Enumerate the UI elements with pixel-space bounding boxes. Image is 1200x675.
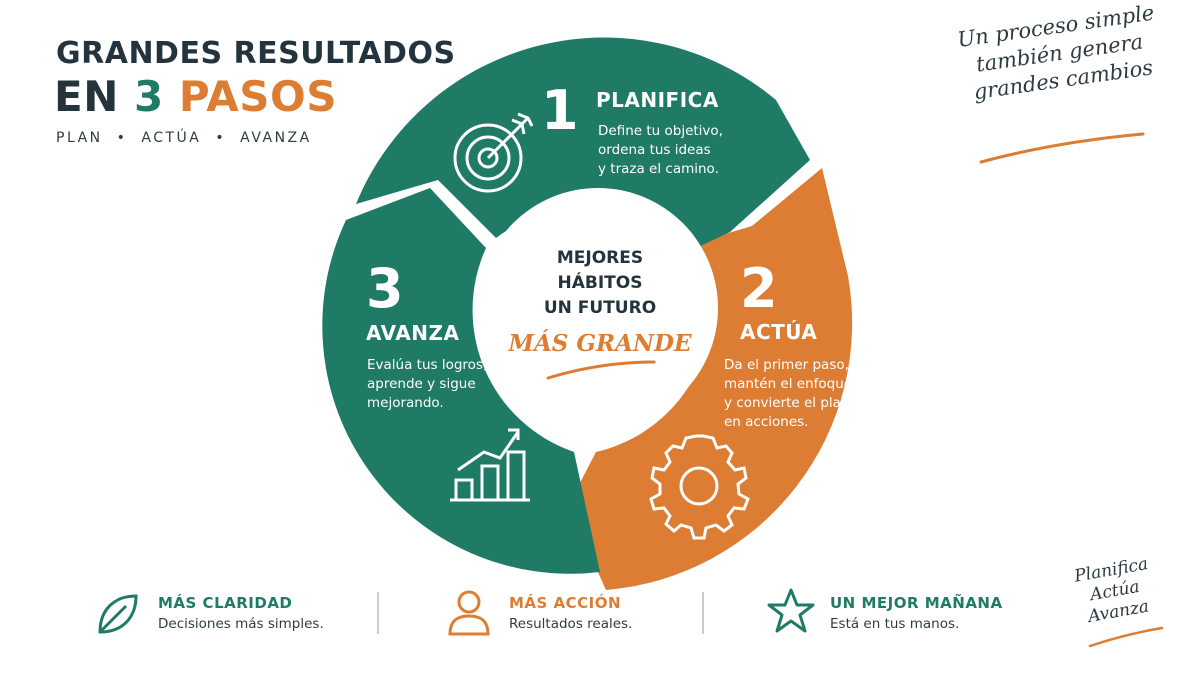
step-3-number: 3 bbox=[366, 257, 404, 320]
feature-1-title: MÁS CLARIDAD bbox=[158, 594, 293, 612]
feature-3-desc: Está en tus manos. bbox=[830, 616, 960, 632]
title-en: EN bbox=[54, 72, 119, 121]
step-1-number: 1 bbox=[541, 79, 579, 142]
step-1-description: Define tu objetivo, ordena tus ideas y t… bbox=[598, 123, 723, 177]
title-number: 3 bbox=[133, 72, 164, 121]
subnav-item-avanza: AVANZA bbox=[240, 130, 312, 146]
step-1-title: PLANIFICA bbox=[596, 88, 719, 112]
step-2-description: Da el primer paso, mantén el enfoque y c… bbox=[724, 357, 853, 430]
step-3-description: Evalúa tus logros, aprende y sigue mejor… bbox=[367, 357, 488, 411]
step-3-title: AVANZA bbox=[366, 321, 460, 345]
subnav-separator: • bbox=[116, 130, 128, 146]
feature-2-title: MÁS ACCIÓN bbox=[509, 594, 622, 612]
step-3-arc bbox=[322, 188, 600, 574]
step-2-title: ACTÚA bbox=[740, 320, 818, 344]
divider bbox=[377, 592, 379, 634]
person-icon bbox=[448, 590, 490, 636]
center-circle bbox=[478, 188, 718, 428]
quote-underline bbox=[979, 132, 1145, 164]
feature-2-desc: Resultados reales. bbox=[509, 616, 633, 632]
step-2-number: 2 bbox=[740, 257, 778, 320]
title-pasos: PASOS bbox=[178, 72, 337, 121]
feature-3-title: UN MEJOR MAÑANA bbox=[830, 594, 1003, 612]
step-2-arc bbox=[568, 168, 853, 590]
title-line-2: EN 3 PASOS bbox=[54, 72, 337, 121]
subnav-item-actua: ACTÚA bbox=[141, 130, 202, 146]
title-line-1: GRANDES RESULTADOS bbox=[56, 36, 456, 71]
step-1-arc bbox=[356, 37, 810, 250]
subnav-separator: • bbox=[215, 130, 227, 146]
center-text: MEJORES HÁBITOS UN FUTURO bbox=[543, 248, 657, 318]
center-underline bbox=[546, 360, 656, 380]
star-icon bbox=[767, 588, 815, 633]
center-accent: MÁS GRANDE bbox=[508, 330, 692, 357]
target-icon bbox=[453, 112, 534, 193]
leaf-icon bbox=[98, 594, 138, 634]
gear-icon bbox=[649, 434, 750, 540]
corner-underline bbox=[1088, 626, 1164, 648]
subnav-item-plan: PLAN bbox=[56, 130, 103, 146]
divider bbox=[702, 592, 704, 634]
subnav: PLAN • ACTÚA • AVANZA bbox=[56, 130, 312, 146]
growth-chart-icon bbox=[450, 428, 530, 502]
feature-1-desc: Decisiones más simples. bbox=[158, 616, 324, 632]
